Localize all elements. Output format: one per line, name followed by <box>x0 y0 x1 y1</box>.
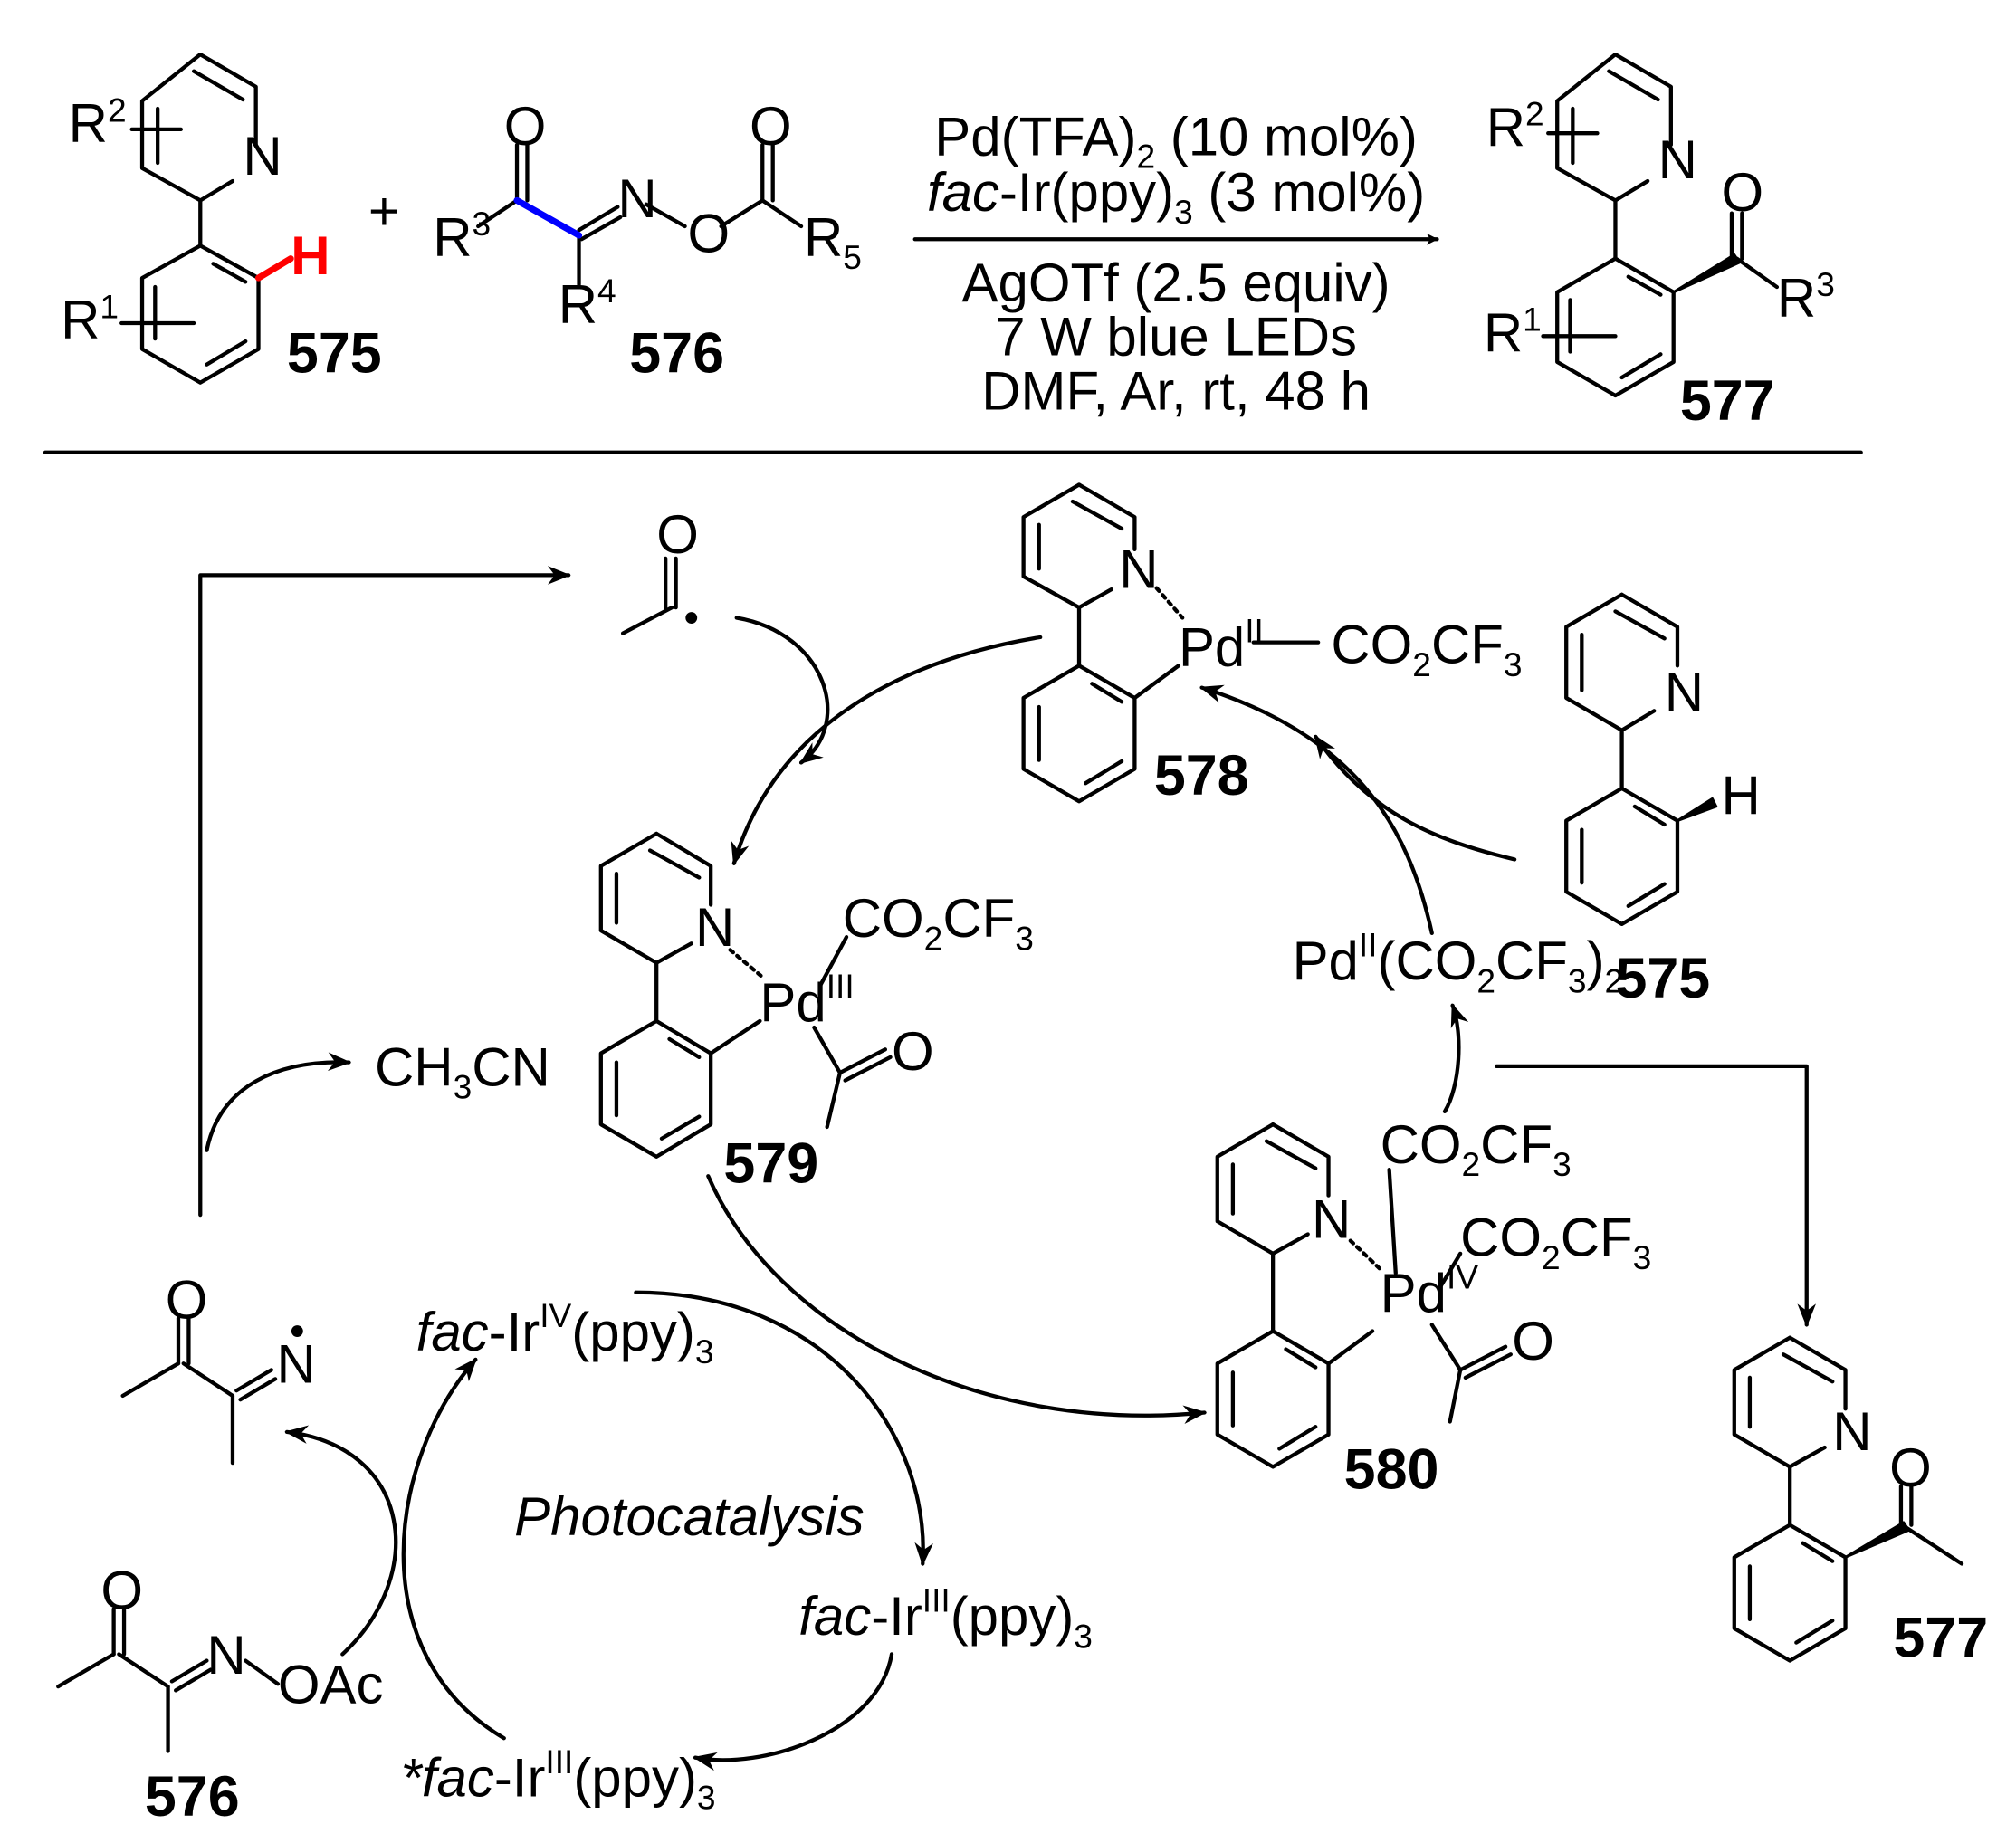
compound-579: 579 <box>723 1132 818 1195</box>
n-label-577-bottom: N <box>1832 1401 1871 1462</box>
structure-575-cycle <box>1564 592 1680 926</box>
ch3cn: CH3CN <box>375 1036 550 1105</box>
n-label-578: N <box>1119 540 1158 600</box>
o-label-577-bottom: O <box>1889 1437 1932 1498</box>
condition-line-1: Pd(TFA)2 (10 mol%) <box>934 106 1418 175</box>
n-label-580: N <box>1312 1189 1351 1250</box>
arrow-irIV-irIII <box>634 1290 933 1567</box>
r3-label-576: R3 <box>433 205 491 268</box>
tfa-579: CO2CF3 <box>843 888 1034 957</box>
compound-576-bottom: 576 <box>145 1765 240 1829</box>
structure-577-bottom <box>1732 1335 1964 1663</box>
h-label-575-cycle: H <box>1722 766 1761 826</box>
r1-label-577: R1 <box>1484 301 1542 364</box>
compound-580: 580 <box>1344 1438 1439 1502</box>
structure-579 <box>598 831 893 1159</box>
arrow-575-joins <box>1314 734 1517 862</box>
arrow-acyl-579 <box>734 616 830 765</box>
condition-line-2: fac-Ir(ppy)3 (3 mol%) <box>927 162 1425 231</box>
n-label-575-cycle: N <box>1665 662 1704 722</box>
plus-sign: + <box>368 181 400 242</box>
blue-cc-bond <box>513 196 583 239</box>
n-label-579: N <box>695 897 734 958</box>
r1-label-575: R1 <box>61 287 119 350</box>
arrow-576-iminyl <box>284 1425 398 1657</box>
wedge-bond-h <box>1676 797 1718 823</box>
ir-iii: fac-IrIII(ppy)3 <box>798 1580 1093 1655</box>
arrow-ch3cn <box>205 1052 352 1152</box>
oac-576-bottom: OAc <box>278 1655 384 1715</box>
o-label-580: O <box>1512 1311 1554 1371</box>
arrow-578-579 <box>731 635 1043 866</box>
structure-580 <box>1215 1122 1513 1469</box>
arrow-irIII-star <box>693 1652 894 1771</box>
pd-iv-580: PdIV <box>1381 1257 1479 1323</box>
n-label-576: N <box>617 168 656 229</box>
o-label-576-bottom: O <box>100 1560 143 1620</box>
ir-iv: fac-IrIV(ppy)3 <box>416 1296 714 1370</box>
arrow-pd-578 <box>1199 684 1434 935</box>
compound-577-top: 577 <box>1680 369 1775 433</box>
red-ch-bond <box>254 255 294 282</box>
acyl-radical <box>620 556 678 635</box>
o-label-576a: O <box>504 96 547 157</box>
arrow-580-pd <box>1442 1003 1469 1113</box>
r4-label-576: R4 <box>559 272 616 335</box>
compound-577-bottom: 577 <box>1893 1606 1988 1669</box>
o-label-576c: O <box>750 96 792 157</box>
wedge-bond-577 <box>1844 1521 1910 1559</box>
labels: R2 N R1 H 575 + R3 O N R4 O O R5 576 Pd(… <box>61 91 1988 1829</box>
wedge-bond <box>1672 253 1741 294</box>
n-label-iminyl: N <box>276 1334 315 1395</box>
o-label-iminyl: O <box>166 1269 208 1330</box>
condition-line-4: 7 W blue LEDs <box>995 307 1357 368</box>
o-label-577: O <box>1722 162 1764 223</box>
arrow-579-580 <box>706 1174 1208 1424</box>
o-label-579: O <box>892 1021 934 1082</box>
compound-575-top: 575 <box>287 321 382 385</box>
ir-iii-excited: *fac-IrIII(ppy)3 <box>401 1743 716 1817</box>
r5-label-576: R5 <box>804 207 862 276</box>
n-label-575: N <box>243 126 282 186</box>
photocatalysis-label: Photocatalysis <box>514 1486 864 1547</box>
condition-line-3: AgOTf (2.5 equiv) <box>962 253 1390 313</box>
n-label-577: N <box>1658 129 1697 190</box>
radical-dot-n <box>291 1325 303 1337</box>
r2-label-575: R2 <box>69 91 127 154</box>
compound-576-top: 576 <box>629 321 724 385</box>
structure-575-top <box>119 52 261 385</box>
structure-576-bottom <box>56 1607 281 1753</box>
pd-ii-578: PdII <box>1179 612 1264 678</box>
pd-iii-579: PdIII <box>760 967 854 1033</box>
iminyl-radical <box>120 1316 278 1466</box>
compound-575-cycle: 575 <box>1615 947 1710 1010</box>
arrow-to-577 <box>1494 1064 1817 1327</box>
structure-578 <box>1021 482 1321 804</box>
h-label-575: H <box>291 225 330 286</box>
tfa-580-b: CO2CF3 <box>1460 1208 1651 1276</box>
structure-576-top <box>476 142 804 287</box>
arrow-star-irIV <box>401 1357 506 1741</box>
tfa-578: CO2CF3 <box>1331 614 1522 683</box>
structure-577-top <box>1541 52 1780 398</box>
o-label-576b: O <box>687 204 730 264</box>
r2-label-577: R2 <box>1486 95 1544 158</box>
tfa-580-a: CO2CF3 <box>1381 1114 1572 1183</box>
compound-578: 578 <box>1154 744 1249 807</box>
n-label-576-bottom: N <box>206 1625 245 1685</box>
arrow-to-acyl <box>198 566 571 1218</box>
condition-line-5: DMF, Ar, rt, 48 h <box>981 361 1371 422</box>
pd-tfa-salt: PdII(CO2CF3)2 <box>1293 926 1624 1000</box>
r3-label-577: R3 <box>1777 265 1835 329</box>
o-label-acyl: O <box>656 504 699 565</box>
radical-dot <box>685 612 698 624</box>
